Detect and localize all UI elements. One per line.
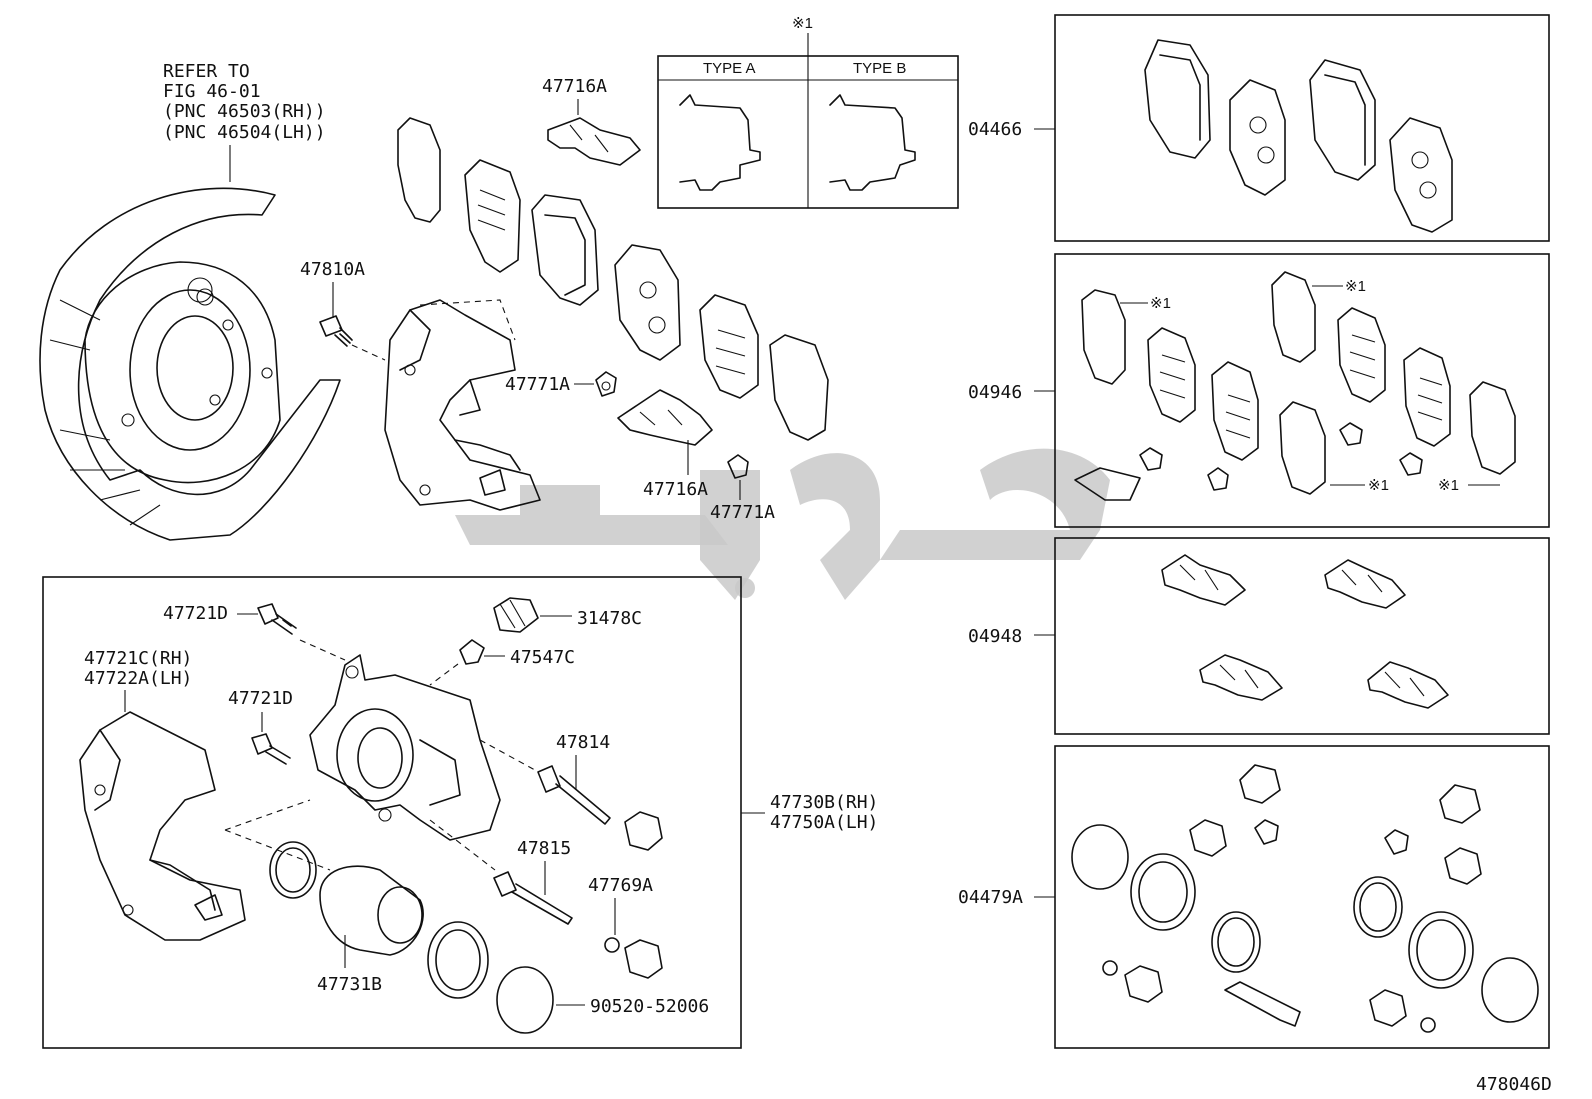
kit-04948: 04948 xyxy=(968,537,1550,735)
label-47815[interactable]: 47815 xyxy=(517,838,571,859)
refer-note: REFER TO FIG 46-01 (PNC 46503(RH)) (PNC … xyxy=(163,61,326,182)
label-47716A-bottom[interactable]: 47716A xyxy=(643,479,708,500)
caliper-bracket-upper xyxy=(384,299,541,511)
refer-line-1: REFER TO xyxy=(163,61,250,82)
note-mark-3: ※1 xyxy=(1368,477,1389,494)
label-47810A[interactable]: 47810A xyxy=(300,259,365,280)
type-b-header: TYPE B xyxy=(853,60,906,77)
label-47547C[interactable]: 47547C xyxy=(510,647,575,668)
label-04466[interactable]: 04466 xyxy=(968,119,1022,140)
label-31478C[interactable]: 31478C xyxy=(577,608,642,629)
refer-line-4: (PNC 46504(LH)) xyxy=(163,122,326,143)
part-47771A-left: 47771A xyxy=(505,371,617,397)
label-47769A[interactable]: 47769A xyxy=(588,875,653,896)
label-47716A-top[interactable]: 47716A xyxy=(542,76,607,97)
watermark xyxy=(455,448,1110,600)
label-47771A-left[interactable]: 47771A xyxy=(505,374,570,395)
note-mark-top: ※1 xyxy=(792,15,813,32)
brake-pads-center: 47716A xyxy=(397,76,829,441)
dust-shield xyxy=(39,187,341,541)
label-47750A[interactable]: 47750A(LH) xyxy=(770,812,878,833)
kit-04479A: 04479A xyxy=(958,745,1550,1049)
note-mark-1: ※1 xyxy=(1150,295,1171,312)
label-47814[interactable]: 47814 xyxy=(556,732,610,753)
label-47722A[interactable]: 47722A(LH) xyxy=(84,668,192,689)
note-mark-2: ※1 xyxy=(1345,278,1366,295)
type-a-header: TYPE A xyxy=(703,60,756,77)
refer-line-2: FIG 46-01 xyxy=(163,81,261,102)
label-47721D-mid[interactable]: 47721D xyxy=(228,688,293,709)
type-table: ※1 TYPE A TYPE B xyxy=(657,15,959,209)
label-04948[interactable]: 04948 xyxy=(968,626,1022,647)
label-47721C[interactable]: 47721C(RH) xyxy=(84,648,192,669)
label-47731B[interactable]: 47731B xyxy=(317,974,382,995)
kit-04466: 04466 xyxy=(968,14,1550,242)
label-90520-52006[interactable]: 90520-52006 xyxy=(590,996,709,1017)
part-47810A: 47810A xyxy=(300,259,386,361)
part-47716A-bottom: 47716A 47771A xyxy=(617,389,775,523)
label-04946[interactable]: 04946 xyxy=(968,382,1022,403)
label-47730B[interactable]: 47730B(RH) xyxy=(770,792,878,813)
refer-line-3: (PNC 46503(RH)) xyxy=(163,101,326,122)
caliper-assembly: 47721D 31478C 47547C 47721C(RH) 47722A(L… xyxy=(79,597,878,1034)
label-04479A[interactable]: 04479A xyxy=(958,887,1023,908)
label-47721D-top[interactable]: 47721D xyxy=(163,603,228,624)
diagram-id: 478046D xyxy=(1476,1074,1552,1095)
label-47771A-bottom[interactable]: 47771A xyxy=(710,502,775,523)
kit-04946: 04946 ※1 ※1 ※1 ※1 xyxy=(968,253,1550,528)
note-mark-4: ※1 xyxy=(1438,477,1459,494)
